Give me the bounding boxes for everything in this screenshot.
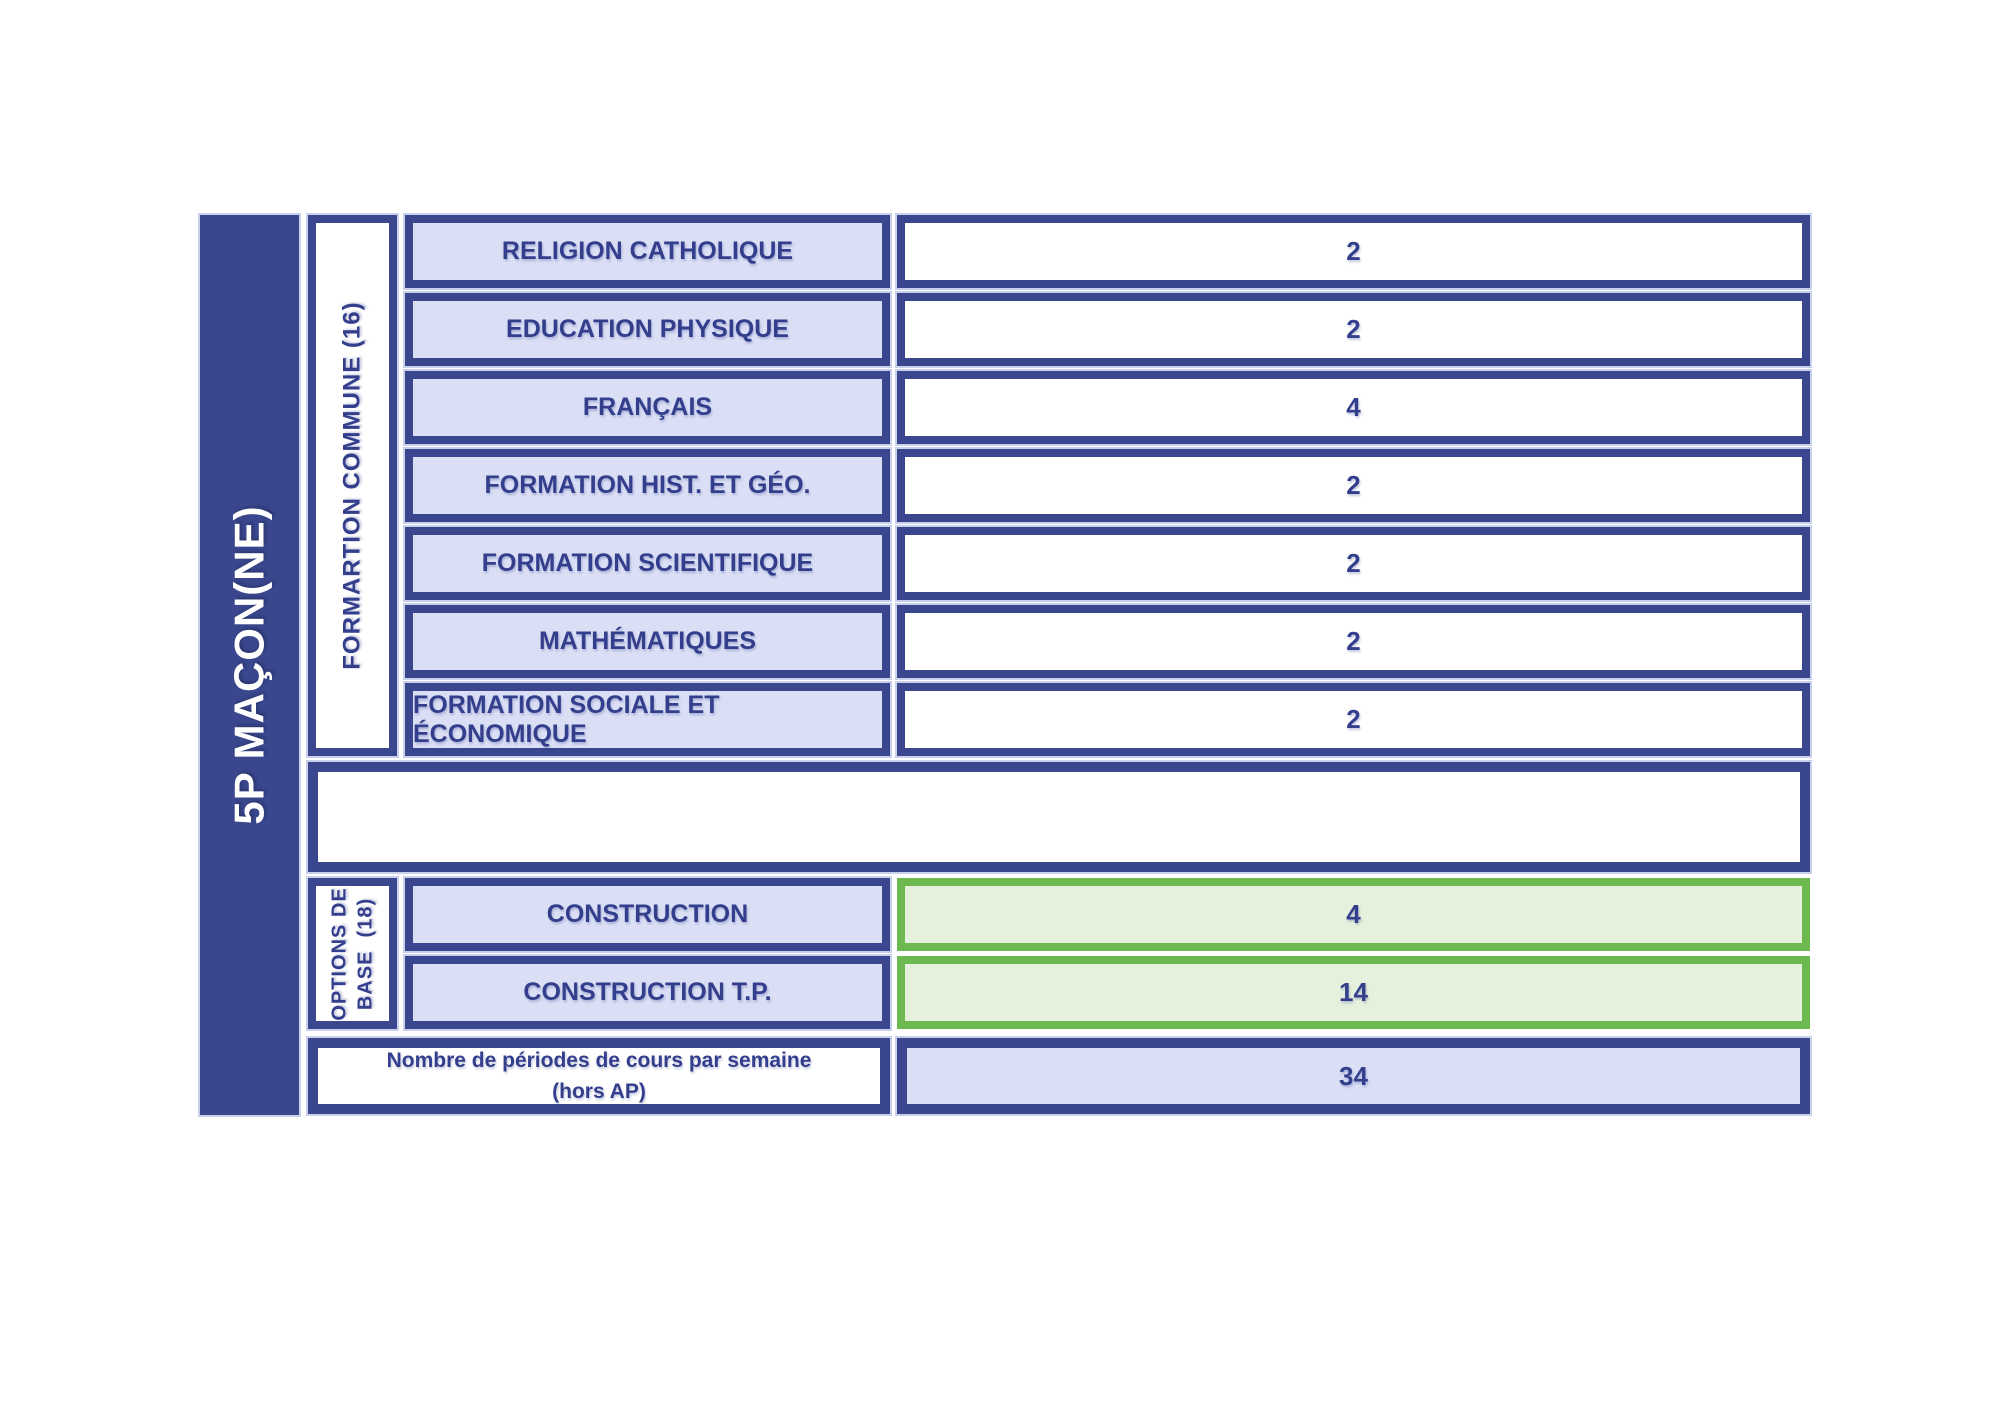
subject-label: FORMATION HIST. ET GÉO.	[484, 471, 811, 499]
total-period-count: 34	[1339, 1060, 1368, 1091]
period-count: 2	[1346, 548, 1361, 578]
value-cell: 2	[897, 683, 1810, 756]
spacer-row	[308, 762, 1810, 872]
subject-label: FORMATION SOCIALE ET ÉCONOMIQUE	[413, 690, 720, 748]
value-cell: 2	[897, 293, 1810, 366]
subject-cell: MATHÉMATIQUES	[405, 605, 890, 678]
total-value-cell: 34	[897, 1038, 1810, 1114]
program-title: 5P MAÇON(NE)	[225, 505, 273, 825]
group-formation-commune: FORMARTION COMMUNE (16)	[308, 215, 397, 756]
period-count: 4	[1346, 392, 1361, 422]
value-cell: 4	[897, 371, 1810, 444]
subject-label: FORMATION SCIENTIFIQUE	[481, 549, 814, 577]
subject-cell: FORMATION SCIENTIFIQUE	[405, 527, 890, 600]
group-options-de-base: OPTIONS DE BASE (18)	[308, 878, 397, 1029]
subject-label: CONSTRUCTION	[546, 900, 749, 928]
subject-label: CONSTRUCTION T.P.	[523, 978, 772, 1006]
subject-cell: FRANÇAIS	[405, 371, 890, 444]
period-count: 2	[1346, 236, 1361, 266]
subject-cell: CONSTRUCTION T.P.	[405, 956, 890, 1029]
subject-cell: CONSTRUCTION	[405, 878, 890, 951]
value-cell-highlighted: 14	[897, 956, 1810, 1029]
subject-label: EDUCATION PHYSIQUE	[506, 315, 789, 343]
group-formation-commune-label: FORMARTION COMMUNE (16)	[338, 301, 366, 670]
subject-cell: FORMATION SOCIALE ET ÉCONOMIQUE	[405, 683, 890, 756]
period-count: 14	[1339, 977, 1368, 1007]
subject-label: MATHÉMATIQUES	[538, 627, 757, 655]
period-count: 4	[1346, 899, 1361, 929]
value-cell-highlighted: 4	[897, 878, 1810, 951]
total-label: Nombre de périodes de cours par semaine …	[386, 1048, 812, 1104]
period-count: 2	[1346, 314, 1361, 344]
subject-cell: EDUCATION PHYSIQUE	[405, 293, 890, 366]
total-label-cell: Nombre de périodes de cours par semaine …	[308, 1038, 890, 1114]
period-count: 2	[1346, 470, 1361, 500]
subject-label: RELIGION CATHOLIQUE	[501, 237, 794, 265]
value-cell: 2	[897, 449, 1810, 522]
subject-label: FRANÇAIS	[582, 393, 713, 421]
period-count: 2	[1346, 626, 1361, 656]
value-cell: 2	[897, 215, 1810, 288]
value-cell: 2	[897, 527, 1810, 600]
subject-cell: FORMATION HIST. ET GÉO.	[405, 449, 890, 522]
period-count: 2	[1346, 704, 1361, 734]
value-cell: 2	[897, 605, 1810, 678]
program-title-bar: 5P MAÇON(NE)	[200, 215, 299, 1115]
group-options-de-base-label: OPTIONS DE BASE (18)	[328, 886, 377, 1021]
subject-cell: RELIGION CATHOLIQUE	[405, 215, 890, 288]
